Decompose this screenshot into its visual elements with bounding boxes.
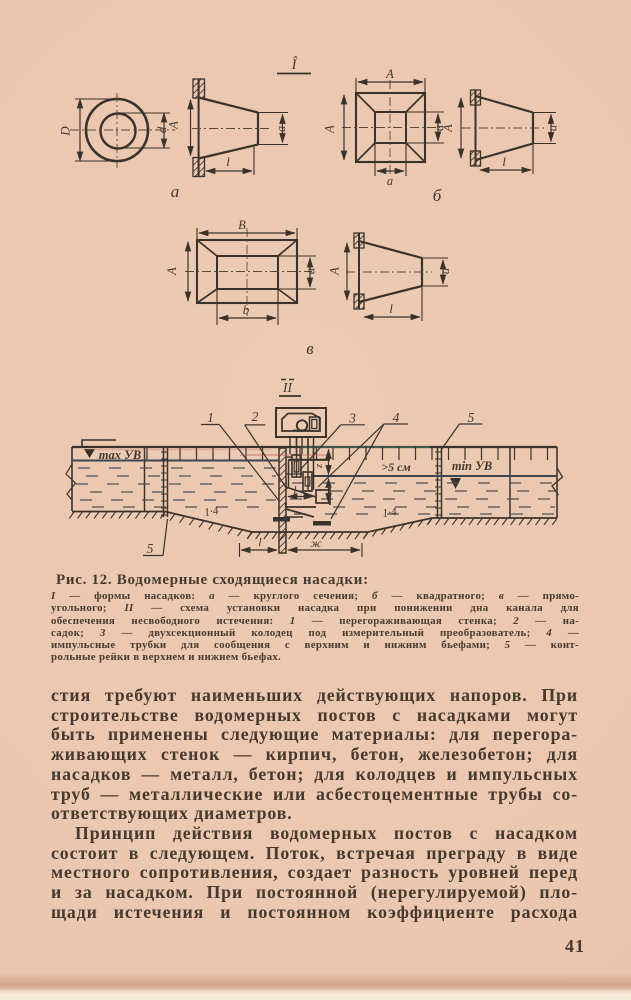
svg-text:5: 5 bbox=[468, 410, 475, 425]
svg-text:a: a bbox=[438, 268, 452, 274]
svg-text:d: d bbox=[154, 126, 169, 133]
svg-text:a: a bbox=[387, 174, 393, 188]
svg-text:A: A bbox=[167, 121, 181, 130]
svg-text:а: а bbox=[171, 182, 180, 201]
svg-text:a: a bbox=[304, 268, 318, 274]
svg-text:A: A bbox=[441, 124, 455, 133]
svg-text:a: a bbox=[546, 125, 560, 131]
svg-text:A: A bbox=[323, 125, 337, 134]
svg-text:D: D bbox=[58, 126, 73, 137]
svg-text:l: l bbox=[293, 485, 296, 497]
svg-text:l: l bbox=[226, 154, 230, 169]
svg-text:1: 1 bbox=[207, 410, 214, 425]
svg-text:l: l bbox=[502, 154, 506, 169]
svg-text:>5 см: >5 см bbox=[381, 460, 410, 474]
svg-text:b: b bbox=[243, 302, 250, 317]
svg-text:z: z bbox=[313, 463, 325, 469]
svg-text:A: A bbox=[165, 267, 179, 276]
svg-text:A: A bbox=[328, 267, 342, 276]
svg-text:II: II bbox=[282, 380, 293, 395]
svg-text:l: l bbox=[258, 537, 261, 549]
svg-text:3: 3 bbox=[348, 411, 356, 426]
svg-text:a: a bbox=[432, 125, 446, 131]
svg-text:A: A bbox=[385, 67, 394, 81]
svg-text:ж: ж bbox=[310, 536, 321, 550]
svg-text:l: l bbox=[389, 301, 393, 316]
svg-text:min УВ: min УВ bbox=[452, 459, 492, 473]
svg-text:1·4: 1·4 bbox=[203, 505, 219, 519]
svg-text:2: 2 bbox=[252, 409, 259, 424]
svg-text:Î: Î bbox=[291, 56, 298, 73]
svg-text:B: B bbox=[238, 218, 246, 232]
svg-text:a: a bbox=[274, 126, 288, 132]
svg-text:5: 5 bbox=[147, 541, 154, 556]
svg-text:1·4: 1·4 bbox=[382, 506, 398, 520]
svg-text:в: в bbox=[306, 339, 314, 358]
svg-text:4: 4 bbox=[393, 410, 400, 425]
svg-text:б: б bbox=[433, 186, 442, 205]
svg-text:max УВ: max УВ bbox=[99, 448, 141, 462]
